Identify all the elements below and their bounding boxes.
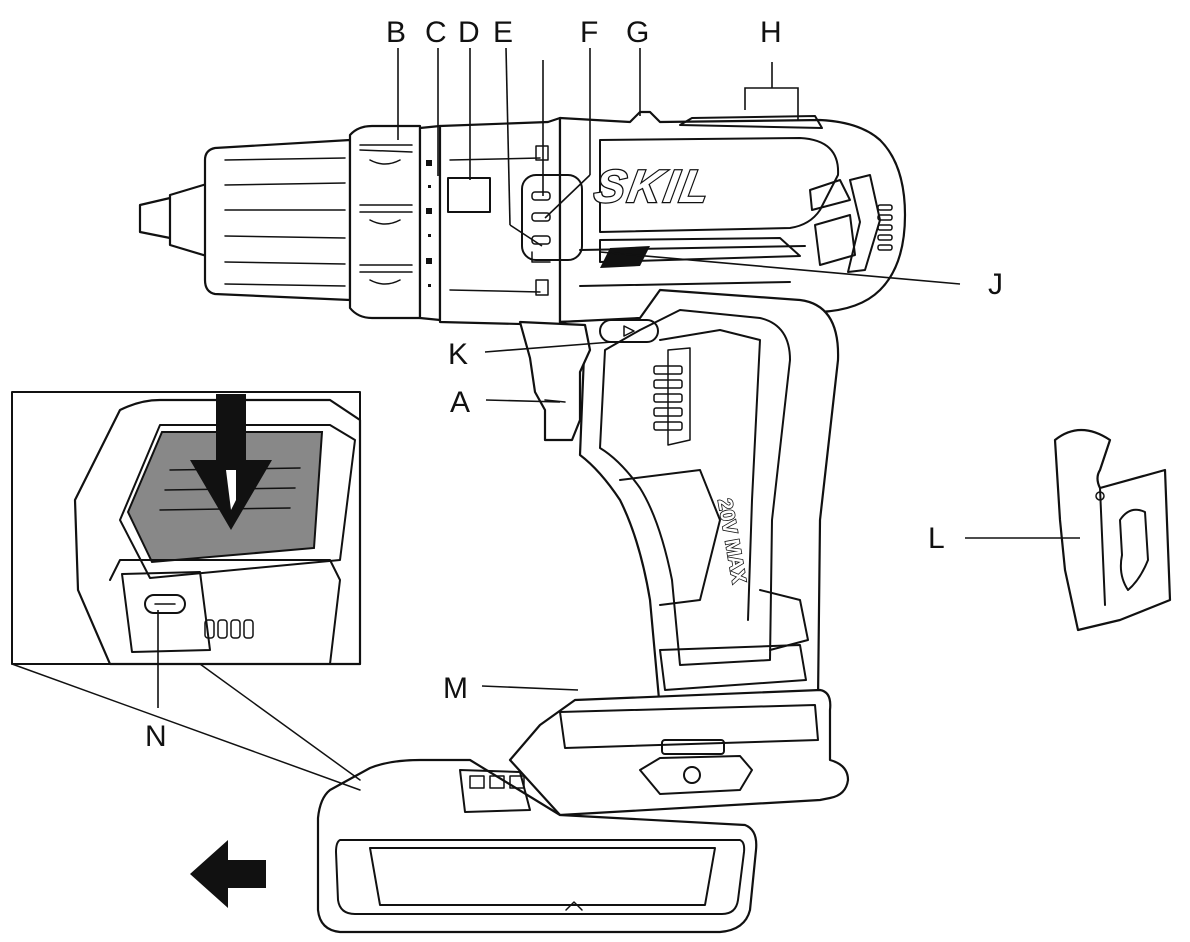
- chuck: [138, 124, 422, 320]
- torque-collar: [418, 124, 442, 322]
- callout-labels: B C D E F G H J K A L M N: [145, 16, 1003, 753]
- label-c: C: [425, 16, 447, 49]
- left-arrow-icon: [190, 840, 266, 908]
- housing: SKIL: [521, 110, 907, 324]
- label-j: J: [988, 268, 1003, 301]
- battery-release-inset: [11, 391, 362, 791]
- label-n: N: [145, 720, 167, 753]
- handle: 20V MAX: [558, 288, 840, 712]
- label-l: L: [928, 522, 945, 555]
- label-b: B: [386, 16, 406, 49]
- label-h: H: [760, 16, 782, 49]
- label-a: A: [450, 386, 470, 419]
- label-d: D: [458, 16, 480, 49]
- label-k: K: [448, 338, 468, 371]
- label-e: E: [493, 16, 513, 49]
- battery: [316, 688, 850, 934]
- leader-lines: [157, 47, 1080, 708]
- skil-logo: SKIL: [591, 160, 717, 212]
- belt-clip: [1053, 428, 1172, 632]
- label-g: G: [626, 16, 649, 49]
- label-f: F: [580, 16, 598, 49]
- trigger: [518, 319, 659, 442]
- label-m: M: [443, 672, 468, 705]
- down-arrow-icon: [190, 394, 272, 530]
